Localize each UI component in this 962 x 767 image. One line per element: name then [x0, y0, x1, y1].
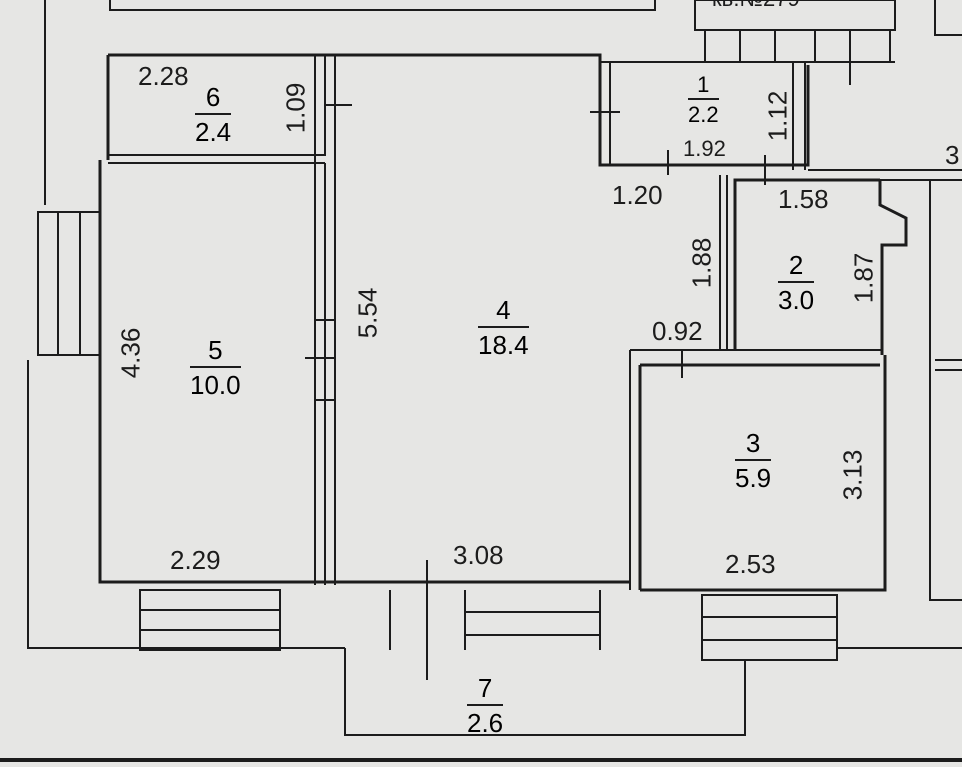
dim-3-13: 3.13 [837, 449, 868, 501]
wall-room2-right [878, 180, 908, 355]
dim-1-20: 1.20 [612, 180, 663, 210]
room-6-area: 2.4 [195, 113, 232, 148]
dim-1-87: 1.87 [848, 252, 879, 304]
room-2-number: 2 [788, 250, 804, 280]
dim-2-53: 2.53 [725, 549, 776, 579]
room6-walls [108, 55, 326, 156]
room-3-area: 5.9 [735, 459, 772, 494]
header-fragment: кв.№279 [712, 0, 800, 10]
top-neighbor-outline [109, 0, 656, 11]
dim-2-29: 2.29 [170, 545, 221, 575]
room-1-number: 1 [697, 72, 710, 97]
room-2-area: 3.0 [778, 281, 815, 316]
left-window [37, 211, 101, 356]
room-3: 3 5.9 [735, 428, 772, 494]
room-1-area: 2.2 [688, 98, 719, 128]
dim-4-36: 4.36 [115, 327, 146, 379]
room-7-area: 2.6 [467, 704, 504, 739]
room-5-number: 5 [208, 335, 223, 365]
wall-left-bottom [98, 160, 630, 584]
room-4-area: 18.4 [478, 326, 529, 361]
outer-left-lower [27, 360, 345, 649]
room-6-number: 6 [205, 82, 221, 112]
room-2: 2 3.0 [778, 250, 815, 316]
dim-1-88: 1.88 [686, 237, 717, 289]
room-6: 6 2.4 [195, 82, 232, 148]
top-neighbor-label-box [694, 0, 896, 31]
dim-1-92: 1.92 [683, 136, 726, 161]
room-5-area: 10.0 [190, 366, 241, 401]
dim-5-54: 5.54 [352, 287, 383, 339]
room-3-number: 3 [745, 428, 761, 458]
dim-2-28: 2.28 [138, 61, 189, 91]
room-4-number: 4 [496, 295, 511, 325]
dim-1-58: 1.58 [778, 184, 829, 214]
top-right-neighbor [934, 0, 962, 36]
room-7-number: 7 [477, 673, 493, 703]
room-5: 5 10.0 [190, 335, 241, 401]
room-1: 1 2.2 [688, 72, 719, 128]
room-4: 4 18.4 [478, 295, 529, 361]
dim-1-09: 1.09 [280, 82, 311, 134]
wall-room3-right [640, 355, 887, 592]
dim-edge-3: 3 [945, 140, 960, 170]
dim-1-12: 1.12 [762, 90, 793, 142]
balcony-walls [344, 648, 838, 736]
dim-0-92: 0.92 [652, 316, 703, 346]
room-7: 7 2.6 [467, 673, 504, 739]
right-neighbor [929, 180, 962, 601]
dim-3-08: 3.08 [453, 540, 504, 570]
